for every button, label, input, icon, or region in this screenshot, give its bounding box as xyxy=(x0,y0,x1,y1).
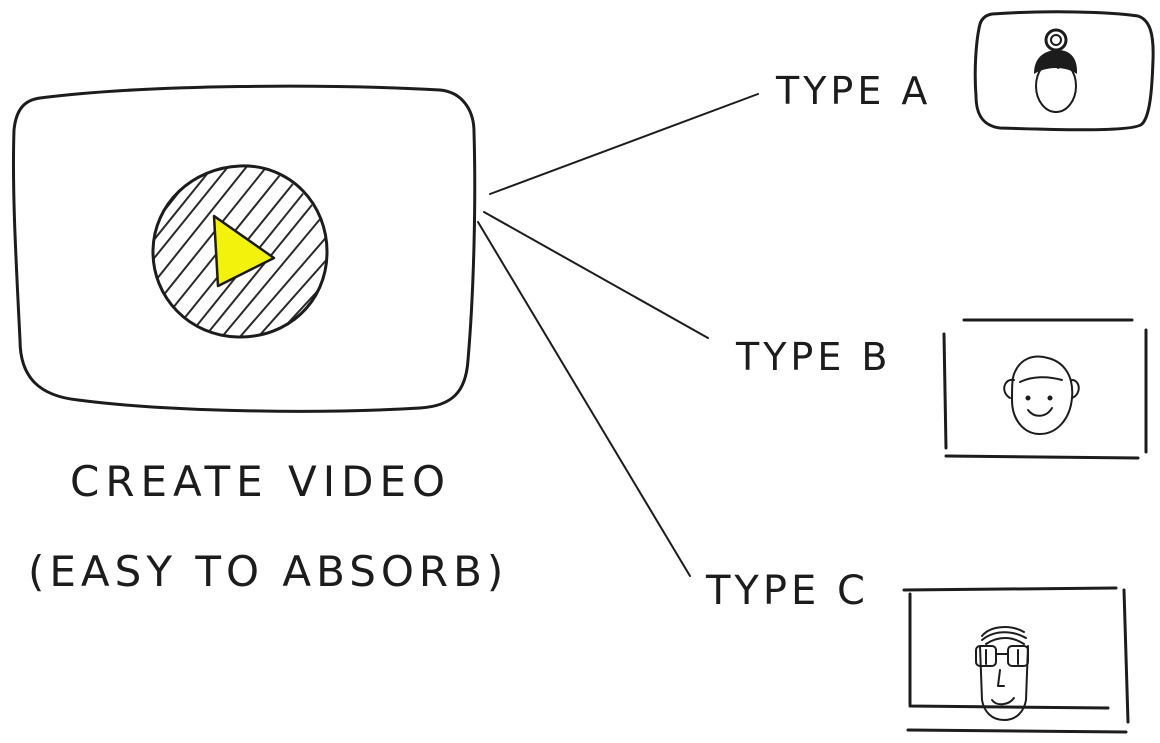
branch-label-type-c: TYPE C xyxy=(705,568,869,614)
thumbnail-type-a xyxy=(973,10,1155,132)
caption-line-1: CREATE VIDEO xyxy=(70,457,451,506)
thumbnail-frame-c xyxy=(902,586,1130,734)
thumbnail-type-c xyxy=(902,586,1130,734)
caption-line-2: (EASY TO ABSORB) xyxy=(28,547,508,596)
connector-type-c xyxy=(477,221,691,577)
thumbnail-frame-a xyxy=(973,10,1155,132)
play-circle xyxy=(151,164,329,339)
branch-label-type-b: TYPE B xyxy=(735,335,892,379)
bald-smiling-person-icon xyxy=(1003,355,1080,435)
person-with-glasses-icon xyxy=(975,626,1029,721)
video-frame xyxy=(11,84,477,413)
thumbnail-type-b xyxy=(942,318,1148,460)
connector-type-a xyxy=(489,93,759,195)
connector-type-b xyxy=(483,211,709,339)
branch-label-type-a: TYPE A xyxy=(775,69,931,113)
thumbnail-frame-b xyxy=(942,318,1148,460)
main-video-card xyxy=(11,84,477,413)
play-circle-outline xyxy=(151,164,329,339)
play-triangle-icon xyxy=(212,214,276,288)
person-with-hair-bun-icon xyxy=(1034,28,1078,113)
